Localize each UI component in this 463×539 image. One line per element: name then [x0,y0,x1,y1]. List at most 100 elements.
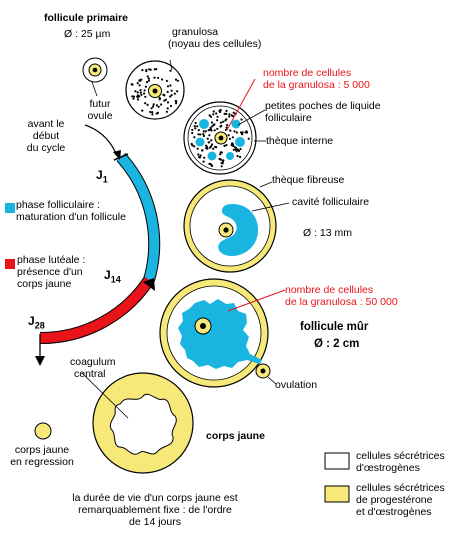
granulosa-cell-dot [144,85,147,88]
cycle-start-label-2: début [32,130,60,142]
pockets-pointer [237,109,266,126]
granulosa-cell-dot [143,89,146,92]
mature-follicle-size: Ø : 2 cm [314,338,360,350]
cycle-start-arrow [84,124,118,157]
cells5000-label: nombre de cellules [263,67,352,79]
granulosa-cell-dot [163,94,166,97]
granulosa-cell-dot [216,127,219,130]
granulosa-cell-dot [219,151,222,154]
granulosa-cell-dot [220,162,223,165]
granulosa-cell-dot [223,144,226,147]
granulosa-cell-dot [176,90,179,93]
granulosa-cell-dot [170,94,173,97]
j1-tick [113,153,129,161]
granulosa-cell-dot [139,89,142,92]
regression-sublabel: en regression [10,456,74,468]
granulosa-cell-dot [194,127,197,130]
primary-follicle-title: follicule primaire [44,12,129,24]
granulosa-cell-dot [132,97,135,100]
granulosa-cell-dot [152,103,155,106]
granulosa-cell-dot [222,159,225,162]
granulosa-cell-dot [219,158,222,161]
granulosa-cell-dot [206,147,209,150]
futur-ovule-pointer [91,81,98,97]
granulosa-cell-dot [134,90,137,93]
granulosa-cell-dot [216,115,219,118]
granulosa-cell-dot [204,130,207,133]
granulosa-cell-dot [218,109,221,112]
granulosa-cell-dot [165,79,168,82]
granulosa-cell-dot [235,131,238,134]
granulosa-cell-dot [147,79,150,82]
granulosa-cell-dot [225,144,228,147]
granulosa-cell-dot [214,145,217,148]
granulosa-cell-dot [145,68,148,71]
follicular-phase-desc: maturation d'un follicule [16,211,126,223]
granulosa-cell-dot [191,128,194,131]
granulosa-cell-dot [208,146,212,149]
granulosa-cell-dot [164,98,167,101]
granulosa-cell-dot [213,129,216,132]
granulosa-sublabel: (noyau des cellules) [168,38,262,50]
futur-label: futur [89,98,111,110]
granulosa-cell-dot [226,124,229,127]
granulosa-cell-dot [165,110,168,113]
granulosa-cell-dot [220,124,223,128]
granulosa-cell-dot [239,155,242,159]
granulosa-cell-dot [196,147,199,150]
pockets-sublabel: folliculaire [265,112,312,124]
granulosa-cell-dot [219,153,222,156]
granulosa-cell-dot [231,142,234,145]
granulosa-cell-dot [157,105,160,108]
granulosa-cell-dot [240,118,243,121]
legend-yellow-label-1: cellules sécrétrices [356,482,445,494]
primary-follicle-size: Ø : 25 µm [64,28,111,40]
antral-size: Ø : 13 mm [303,227,353,239]
granulosa-cell-dot [239,131,243,134]
granulosa-pointer [169,59,173,71]
granulosa-cell-dot [132,95,136,98]
granulosa-cell-dot [140,93,143,96]
granulosa-cell-dot [173,92,176,95]
granulosa-cell-dot [193,125,196,128]
day14-label: J14 [104,268,121,285]
granulosa-cell-dot [166,90,169,94]
granulosa-cell-dot [222,120,225,123]
granulosa-cell-dot [210,139,213,142]
luteal-swatch [5,259,15,269]
j14-arrowhead [143,278,155,291]
granulosa-cell-dot [201,149,204,152]
granulosa-cell-dot [130,83,133,86]
granulosa-cell-dot [212,113,215,116]
granulosa-cell-dot [205,144,208,147]
granulosa-cell-dot [191,131,194,135]
granulosa-cell-dot [225,112,228,115]
granulosa-cell-dot [131,95,134,98]
corps-jaune-title: corps jaune [206,430,265,442]
granulosa-cell-dot [241,131,244,134]
ovule-label: ovule [87,110,113,122]
granulosa-cell-dot [166,101,170,104]
granulosa-cell-dot [231,136,234,139]
granulosa-cell-dot [197,133,200,136]
granulosa-cell-dot [199,133,202,136]
granulosa-cell-dot [247,137,250,140]
granulosa-cell-dot [211,143,214,146]
granulosa-cell-dot [216,119,219,122]
granulosa-cell-dot [157,76,160,79]
granulosa-cell-dot [236,155,239,158]
granulosa-cell-dot [193,136,196,139]
granulosa-cell-dot [225,109,228,112]
granulosa-cell-dot [228,137,231,140]
granulosa-cell-dot [207,141,210,144]
granulosa-cell-dot [199,154,202,157]
granulosa-cell-dot [190,142,193,146]
granulosa-cell-dot [203,156,206,159]
granulosa-cell-dot [145,81,149,84]
granulosa-cell-dot [208,134,211,137]
granulosa-cell-dot [231,115,235,118]
granulosa-cell-dot [153,76,156,79]
luteal-phase-desc-1: présence d'un [17,266,83,278]
granulosa-cell-dot [160,78,164,81]
granulosa-cell-dot [202,134,205,138]
